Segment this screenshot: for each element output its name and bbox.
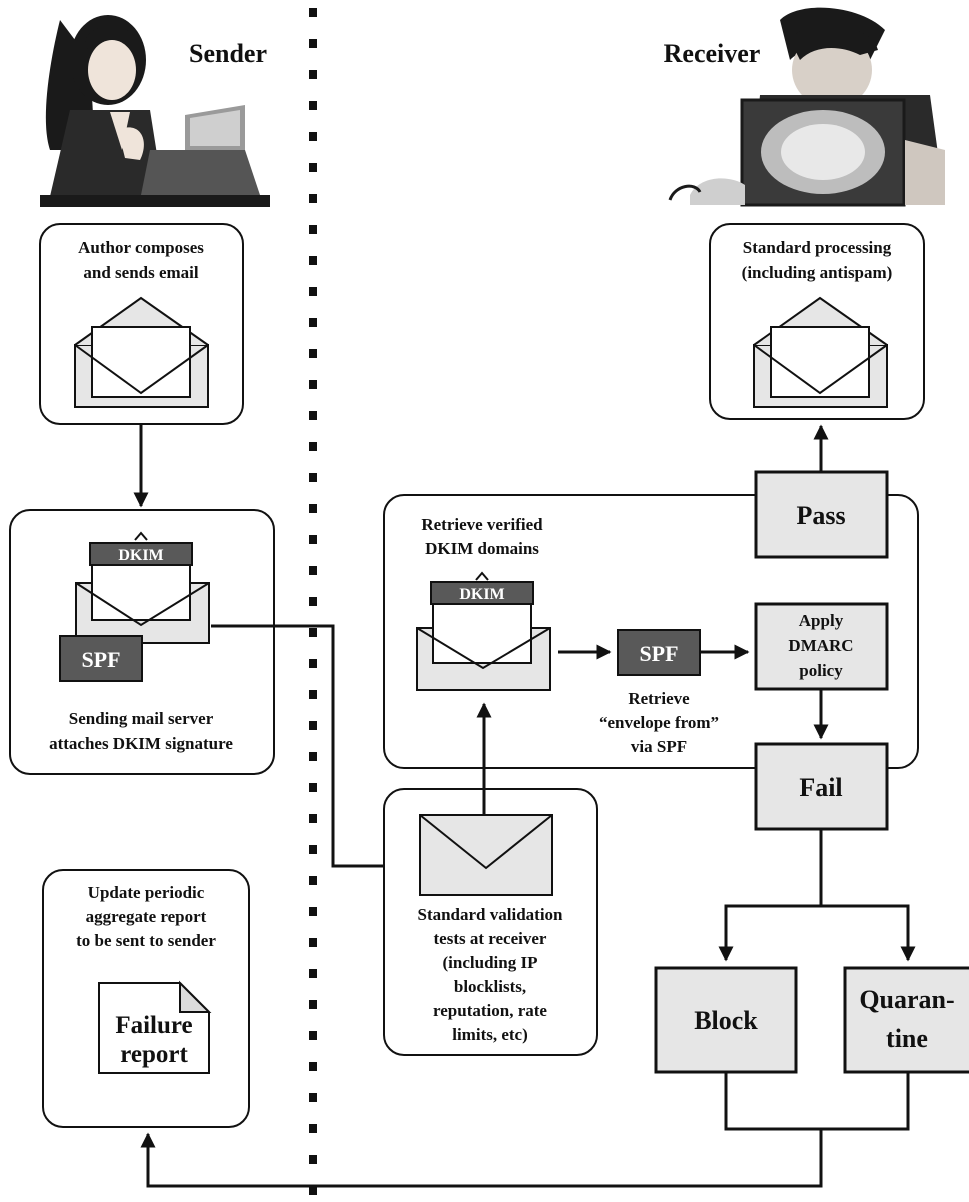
- apply-dmarc-line-3: policy: [799, 661, 843, 680]
- quarantine-box: [843, 966, 969, 1074]
- pass-label: Pass: [796, 501, 845, 530]
- block-label: Block: [694, 1006, 758, 1035]
- sender-header: Sender: [189, 39, 267, 68]
- author-compose-line-2: and sends email: [83, 263, 199, 282]
- envelope-icon: [753, 296, 888, 408]
- standard-processing-line-1: Standard processing: [743, 238, 892, 257]
- envelope-icon: [419, 814, 553, 896]
- dkim-badge-label: DKIM: [459, 586, 504, 603]
- spf-badge: [617, 629, 701, 676]
- spf-badge-label: SPF: [81, 647, 120, 672]
- retrieve-dkim-line-1: Retrieve verified: [421, 515, 543, 534]
- dkim-envelope-icon: [75, 531, 210, 644]
- validation-line-6: limits, etc): [452, 1025, 528, 1044]
- receiver-person-illustration: [668, 7, 945, 207]
- connector-outcomes-join: [724, 1072, 910, 1131]
- apply-dmarc-line-2: DMARC: [788, 636, 853, 655]
- aggregate-line-3: to be sent to sender: [76, 931, 216, 950]
- failure-report-line-1: Failure: [115, 1012, 192, 1039]
- aggregate-line-1: Update periodic: [88, 883, 205, 902]
- quarantine-label-line-1: Quaran-: [859, 985, 954, 1014]
- connector-fail-split: [724, 904, 910, 960]
- sending-server-line-2: attaches DKIM signature: [49, 734, 233, 753]
- sending-server-line-1: Sending mail server: [69, 709, 214, 728]
- author-compose-line-1: Author composes: [78, 238, 204, 257]
- apply-dmarc-box: [754, 602, 889, 691]
- envelope-icon: [74, 296, 209, 408]
- arrow-server-to-validation: [211, 624, 413, 874]
- receiver-header: Receiver: [664, 39, 761, 68]
- retrieve-dkim-line-2: DKIM domains: [425, 539, 539, 558]
- apply-dmarc-line-1: Apply: [799, 611, 844, 630]
- retrieve-spf-line-1: Retrieve: [628, 689, 690, 708]
- standard-processing-line-2: (including antispam): [742, 263, 893, 282]
- quarantine-label-line-2: tine: [886, 1024, 928, 1053]
- dkim-envelope-icon: [416, 571, 551, 691]
- validation-line-1: Standard validation: [417, 905, 563, 924]
- retrieve-spf-line-3: via SPF: [631, 737, 687, 756]
- arrow-outcomes-to-report: [140, 1129, 823, 1188]
- failure-report-line-2: report: [120, 1041, 188, 1068]
- validation-line-2: tests at receiver: [434, 929, 547, 948]
- validation-line-5: reputation, rate: [433, 1001, 547, 1020]
- document-icon: [98, 980, 212, 1074]
- validation-line-3: (including IP: [443, 953, 538, 972]
- retrieve-spf-line-2: “envelope from”: [599, 713, 719, 732]
- aggregate-line-2: aggregate report: [86, 907, 207, 926]
- sender-person-illustration: [40, 15, 270, 207]
- fail-label: Fail: [799, 773, 842, 802]
- dkim-badge-label: DKIM: [118, 547, 163, 564]
- fail-box: [754, 742, 889, 831]
- spf-badge-label: SPF: [639, 641, 678, 666]
- block-box: [654, 966, 798, 1074]
- validation-line-4: blocklists,: [454, 977, 526, 996]
- spf-badge: [59, 635, 143, 682]
